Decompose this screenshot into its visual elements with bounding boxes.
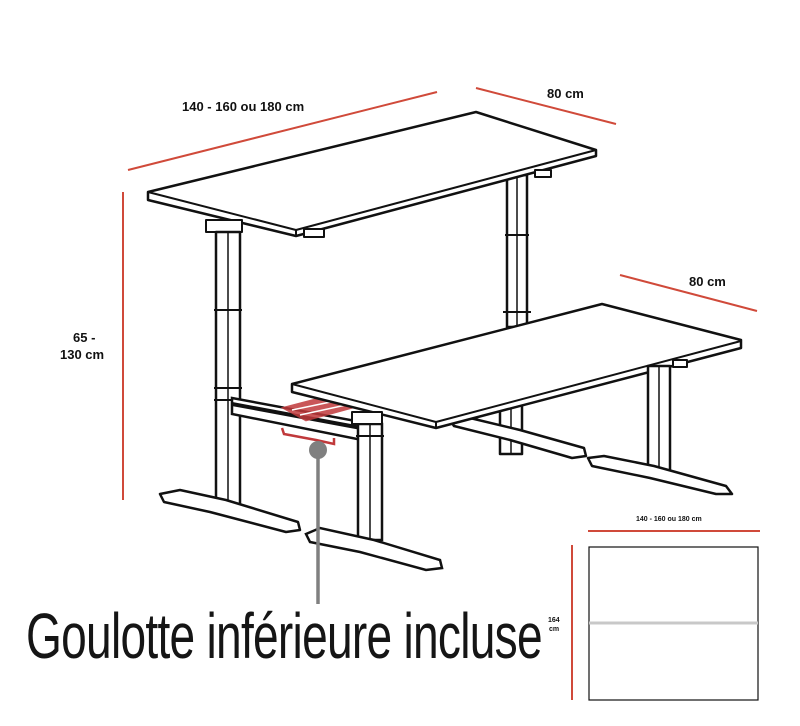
pointer: [309, 441, 327, 604]
front-desk-top: [290, 302, 743, 430]
back-desk: [146, 110, 598, 534]
depth-label-front: 80 cm: [689, 274, 726, 289]
front-desk: [290, 302, 743, 496]
height-label-line1: 65 -: [73, 330, 95, 345]
bracket: [672, 359, 688, 368]
front-desk-foot-left: [448, 416, 588, 460]
center-leg: [304, 422, 444, 572]
left-foot: [158, 488, 302, 534]
length-dimension-line: [127, 91, 438, 171]
plan-depth-label-line2: cm: [549, 626, 559, 633]
depth-label-back: 80 cm: [547, 86, 584, 101]
bracket: [205, 219, 243, 233]
length-label: 140 - 160 ou 180 cm: [182, 99, 304, 114]
depth-dimension-line-front: [619, 274, 758, 312]
plan-depth-label-line1: 164: [548, 617, 560, 624]
back-desk-top: [146, 110, 598, 238]
center-foot: [304, 526, 444, 572]
height-label-line2: 130 cm: [60, 347, 104, 362]
bracket: [534, 169, 552, 178]
bracket: [351, 411, 383, 425]
front-desk-foot-right: [586, 454, 734, 496]
dimension-lines: [122, 87, 760, 700]
plan-view: [588, 546, 759, 701]
bracket: [303, 228, 325, 238]
depth-dimension-line-back: [475, 87, 617, 125]
caption: Goulotte inférieure incluse: [26, 600, 543, 672]
plan-width-label: 140 - 160 ou 180 cm: [636, 516, 702, 523]
